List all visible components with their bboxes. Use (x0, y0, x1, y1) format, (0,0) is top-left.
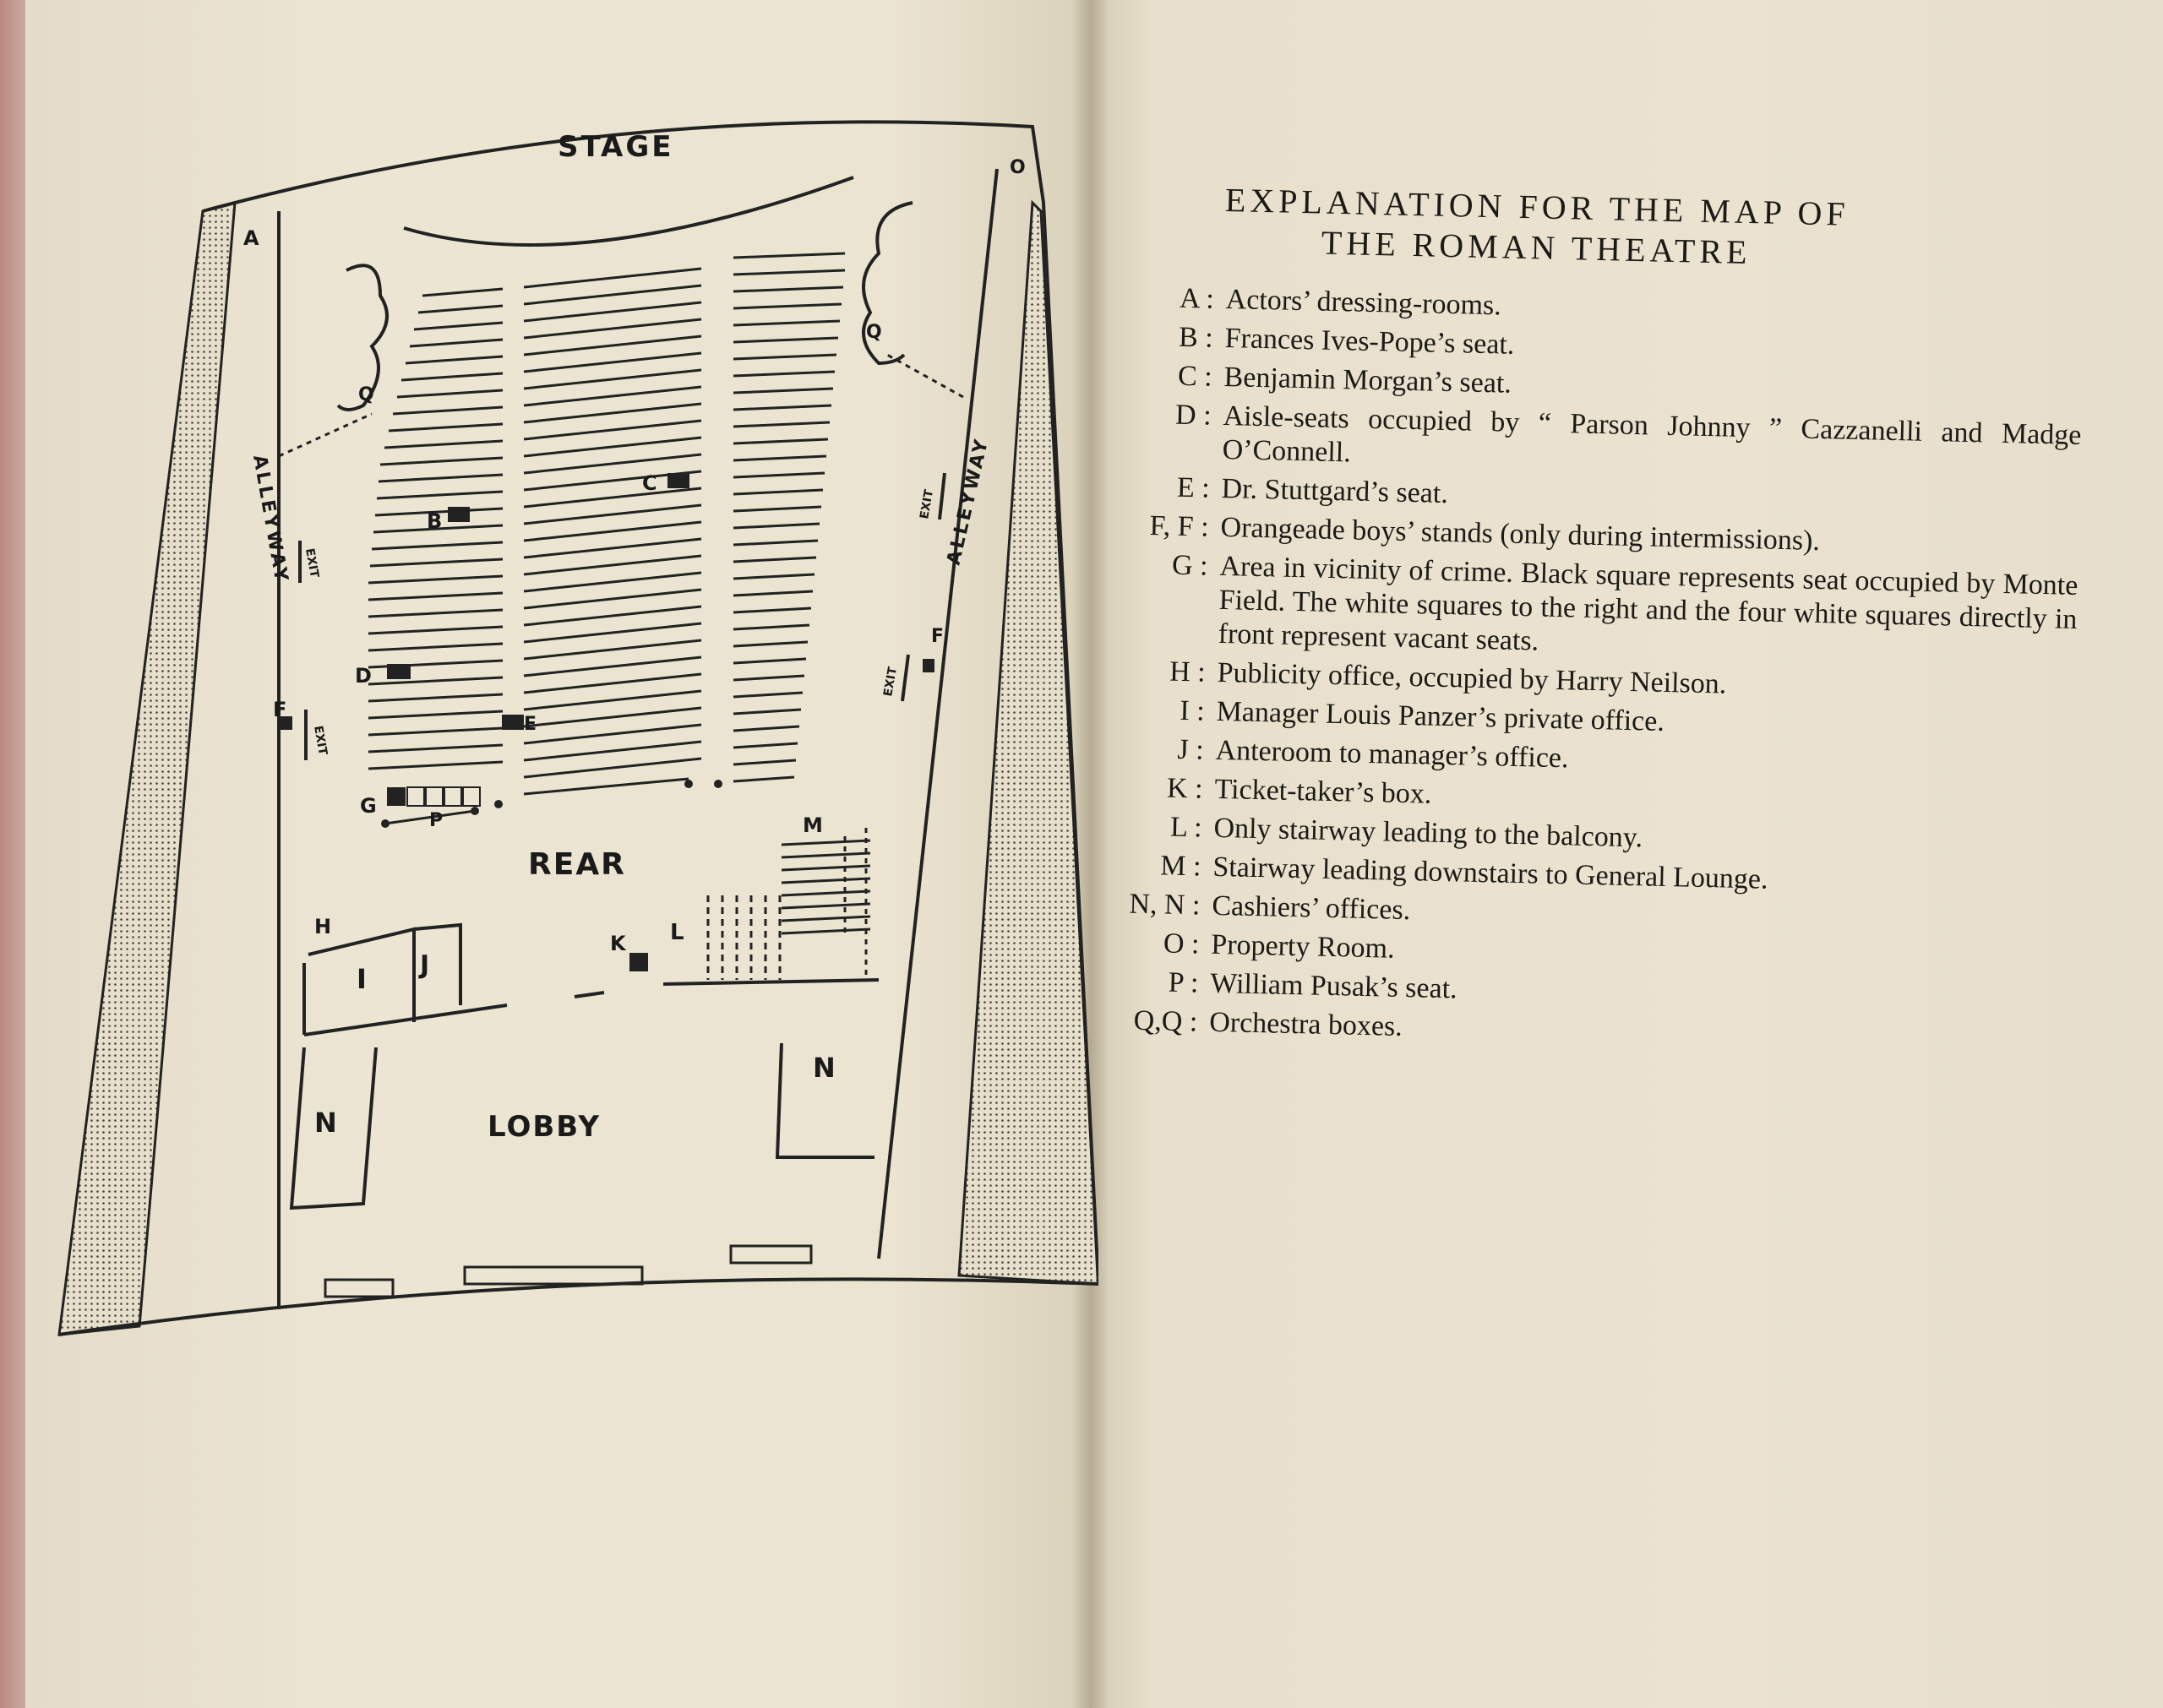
label-exit-3: EXIT (918, 488, 936, 520)
legend-key: B : (1178, 321, 1214, 354)
label-l: L (670, 920, 684, 945)
legend-key: P : (1168, 966, 1199, 999)
explanation-list: A :Actors’ dressing-rooms. B :Frances Iv… (1096, 280, 2084, 1059)
label-n-left: N (314, 1107, 337, 1139)
legend-key: K : (1166, 772, 1204, 805)
legend-key: I : (1179, 694, 1206, 727)
label-f-left: F (273, 698, 286, 721)
entrance-doors (324, 1244, 813, 1298)
seat-g-vacant-squares (406, 786, 481, 807)
stand-f-left-marker (281, 716, 292, 730)
label-stage: STAGE (558, 130, 674, 164)
label-exit-1: EXIT (302, 547, 321, 579)
label-q-left: Q (358, 384, 374, 405)
box-dotted-right (886, 353, 964, 399)
legend-key: A : (1179, 282, 1215, 315)
label-g: G (360, 794, 377, 818)
label-f-right: F (931, 626, 944, 647)
exit-markers (298, 472, 946, 760)
seating-section-center (523, 267, 702, 796)
theatre-map: STAGE REAR LOBBY ALLEYWAY ALLEYWAY EXIT … (57, 120, 1098, 1336)
box-dotted-left (278, 412, 373, 458)
orchestra-box-left (336, 264, 389, 411)
label-c: C (642, 471, 657, 495)
seat-c-marker (667, 473, 689, 488)
seat-b-marker (448, 507, 470, 522)
map-outer-boundary (58, 120, 1098, 1336)
label-e: E (524, 714, 537, 735)
seat-p-row (384, 809, 476, 825)
legend-key: H : (1169, 655, 1207, 688)
ticket-box-k-marker (629, 953, 648, 971)
label-lobby: LOBBY (488, 1110, 601, 1144)
legend-key: F, F : (1149, 510, 1210, 543)
label-q-right: Q (866, 322, 882, 343)
legend-key: G : (1171, 549, 1209, 582)
list-item: G : Area in vicinity of crime. Black squa… (1104, 547, 2079, 671)
seat-d-marker (387, 664, 411, 679)
left-shaded-strip (57, 201, 237, 1336)
label-alleyway-left: ALLEYWAY (248, 454, 291, 585)
stairway-l (706, 895, 782, 980)
label-d: D (355, 664, 372, 688)
label-rear: REAR (528, 847, 626, 882)
label-k: K (610, 932, 627, 955)
office-walls (289, 922, 880, 1210)
map-explanation: EXPLANATION FOR THE MAP OF THE ROMAN THE… (1096, 177, 2087, 1064)
stage-front (403, 176, 854, 247)
label-m: M (803, 813, 823, 837)
seat-g-marker (387, 787, 406, 806)
orchestra-box-right (862, 201, 913, 366)
label-j: J (418, 950, 429, 980)
right-page (1090, 0, 2163, 1708)
stairway-m (781, 828, 871, 980)
legend-key: Q,Q : (1133, 1004, 1198, 1038)
label-a: A (243, 226, 259, 250)
label-o: O (1010, 157, 1026, 178)
right-shaded-strip (957, 199, 1098, 1286)
label-exit-4: EXIT (881, 666, 900, 698)
right-alley-wall (877, 168, 999, 1259)
legend-key: D : (1174, 399, 1212, 432)
legend-key: M : (1159, 850, 1201, 883)
legend-text: Area in vicinity of crime. Black square … (1218, 550, 2079, 657)
legend-text: Aisle-seats occupied by “ Parson Johnny … (1222, 400, 2082, 469)
legend-key: O : (1163, 927, 1200, 960)
label-p: P (429, 810, 443, 831)
seating-section-right (733, 252, 846, 783)
seat-e-marker (502, 715, 524, 730)
legend-key: N, N : (1129, 888, 1201, 922)
legend-key: E : (1176, 471, 1211, 504)
label-n-right: N (813, 1052, 836, 1084)
seating-section-left (368, 287, 504, 770)
legend-key: L : (1169, 811, 1202, 844)
label-h: H (314, 915, 331, 938)
label-b: B (427, 509, 442, 533)
stand-f-right-marker (923, 659, 934, 672)
label-alleyway-right: ALLEYWAY (943, 436, 993, 568)
label-exit-2: EXIT (311, 725, 330, 757)
legend-key: C : (1177, 360, 1213, 393)
legend-key: J : (1177, 733, 1205, 766)
label-i: I (357, 963, 367, 995)
